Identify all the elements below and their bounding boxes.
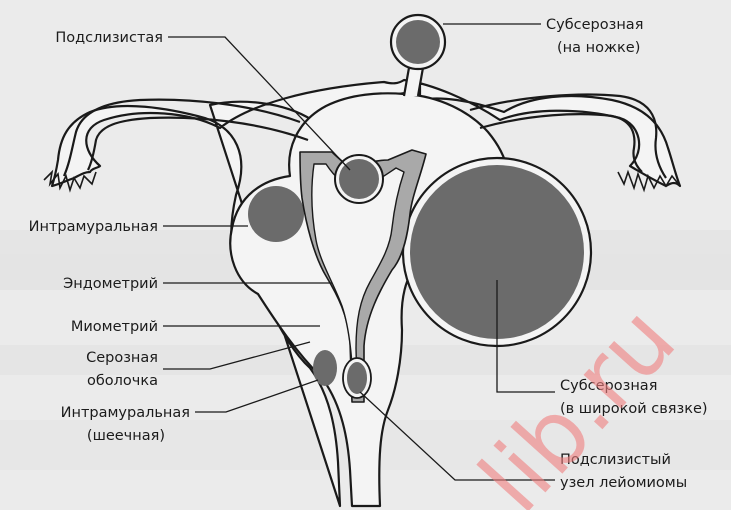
label-intramuralnaya-cervical-line2: (шеечная) — [87, 428, 165, 444]
fibroid-intramural — [248, 186, 304, 242]
label-seroznaya-line2: оболочка — [87, 373, 158, 389]
left-fallopian-tube-inner — [88, 118, 308, 170]
leader-intramuralnaya-cervical — [195, 380, 318, 412]
label-seroznaya-line1: Серозная — [86, 350, 158, 366]
label-intramuralnaya-cervical-line1: Интрамуральная — [61, 405, 190, 421]
label-miometriy: Миометрий — [71, 319, 158, 335]
label-endometriy: Эндометрий — [63, 276, 158, 292]
label-subserous-stalk-line1: Субсерозная — [546, 17, 643, 33]
submucous-leiomyoma-node — [347, 362, 367, 394]
label-podslizistaya: Подслизистая — [55, 30, 163, 46]
label-intramuralnaya: Интрамуральная — [29, 219, 158, 235]
fibroid-subserous-stalked-core — [396, 20, 440, 64]
label-subserous-stalk-line2: (на ножке) — [557, 40, 640, 56]
